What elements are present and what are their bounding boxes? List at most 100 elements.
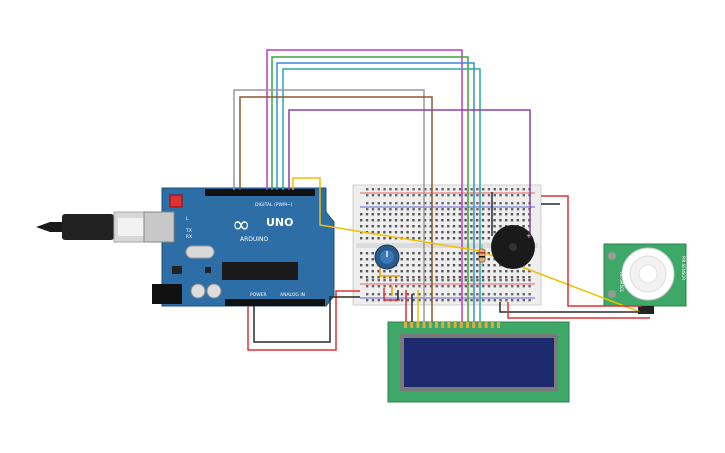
breadboard-hole <box>365 237 369 240</box>
rail-hole <box>493 285 496 288</box>
rail-hole <box>366 299 369 302</box>
breadboard-hole <box>481 213 485 216</box>
rail-hole <box>464 293 467 296</box>
breadboard-hole <box>418 258 421 261</box>
rail-hole <box>453 285 456 288</box>
wire-purple <box>288 109 531 224</box>
rail-hole <box>511 202 514 205</box>
breadboard-hole <box>476 213 479 216</box>
breadboard-hole <box>487 213 490 216</box>
rail-hole <box>383 285 386 288</box>
rail-hole <box>366 279 369 282</box>
breadboard-hole <box>371 219 374 222</box>
breadboard-hole <box>377 213 380 216</box>
reset-button[interactable] <box>169 194 183 208</box>
breadboard-hole <box>423 231 427 234</box>
breadboard-hole <box>464 270 467 273</box>
rail-hole <box>522 279 525 282</box>
breadboard-hole <box>383 225 386 228</box>
rail-hole <box>505 188 508 191</box>
breadboard-hole <box>441 276 444 279</box>
breadboard-hole <box>389 276 392 279</box>
rail-hole <box>441 188 444 191</box>
breadboard-hole <box>470 225 473 228</box>
breadboard-hole <box>400 213 403 216</box>
rail-hole <box>377 285 380 288</box>
breadboard-hole <box>377 276 380 279</box>
rail-hole <box>447 279 450 282</box>
rail-hole <box>470 279 473 282</box>
breadboard-hole <box>452 270 456 273</box>
breadboard-hole <box>470 258 473 261</box>
breadboard-hole <box>394 237 398 240</box>
rail-hole <box>528 293 531 296</box>
rail-hole <box>522 188 525 191</box>
rail-hole <box>418 202 421 205</box>
breadboard-hole <box>452 225 456 228</box>
buzzer-icon: + <box>491 225 535 269</box>
breadboard-hole <box>487 270 490 273</box>
rail-hole <box>377 188 380 191</box>
breadboard-hole <box>383 276 386 279</box>
potentiometer-icon[interactable] <box>374 244 400 270</box>
rail-hole <box>458 194 462 197</box>
model-label: UNO <box>266 216 294 229</box>
breadboard-hole <box>389 213 392 216</box>
breadboard-hole <box>487 258 490 261</box>
breadboard-hole <box>528 264 531 267</box>
breadboard-hole <box>464 258 467 261</box>
power-analog-header <box>225 299 325 306</box>
breadboard-hole <box>365 276 369 279</box>
rail-hole <box>412 194 415 197</box>
breadboard-hole <box>429 237 432 240</box>
breadboard-hole <box>447 225 450 228</box>
rail-hole <box>516 208 520 211</box>
rail-hole <box>400 194 404 197</box>
rail-hole <box>476 194 479 197</box>
rail-hole <box>511 194 514 197</box>
rail-hole <box>447 285 450 288</box>
breadboard-hole <box>441 264 444 267</box>
breadboard-hole <box>493 270 496 273</box>
breadboard-hole <box>383 219 386 222</box>
breadboard-hole <box>481 231 485 234</box>
breadboard-hole <box>505 219 508 222</box>
breadboard-hole <box>487 225 490 228</box>
breadboard-hole <box>412 276 415 279</box>
breadboard-hole <box>412 219 415 222</box>
arduino-board: ∞ UNO ARDUINO DIGITAL (PWM~) POWER ANALO… <box>143 187 335 307</box>
rail-hole <box>418 208 421 211</box>
breadboard-hole <box>487 219 490 222</box>
breadboard-hole <box>423 213 427 216</box>
breadboard-hole <box>464 276 467 279</box>
breadboard-hole <box>406 237 409 240</box>
rail-hole <box>447 188 450 191</box>
breadboard-hole <box>365 219 369 222</box>
rail-hole <box>458 279 462 282</box>
rail-hole <box>418 293 421 296</box>
breadboard-hole <box>522 270 525 273</box>
breadboard-hole <box>522 225 525 228</box>
lcd-pin <box>422 322 426 328</box>
breadboard-hole <box>516 270 519 273</box>
lcd-pin <box>435 322 438 328</box>
breadboard-hole <box>400 258 403 261</box>
rail-hole <box>389 194 392 197</box>
rail-hole <box>412 299 415 302</box>
breadboard-hole <box>418 252 421 255</box>
rail-hole <box>424 299 427 302</box>
breadboard-hole <box>470 270 473 273</box>
rail-hole <box>470 293 473 296</box>
rail-hole <box>499 208 502 211</box>
breadboard-hole <box>452 219 456 222</box>
rail-hole <box>499 202 502 205</box>
breadboard-hole <box>487 276 490 279</box>
breadboard-hole <box>470 213 473 216</box>
rail-hole <box>389 285 392 288</box>
breadboard-hole <box>365 258 369 261</box>
breadboard-hole <box>458 264 461 267</box>
breadboard-hole <box>418 231 421 234</box>
rail-hole <box>511 299 514 302</box>
wire-red-5v <box>247 290 360 351</box>
breadboard-hole <box>493 213 496 216</box>
